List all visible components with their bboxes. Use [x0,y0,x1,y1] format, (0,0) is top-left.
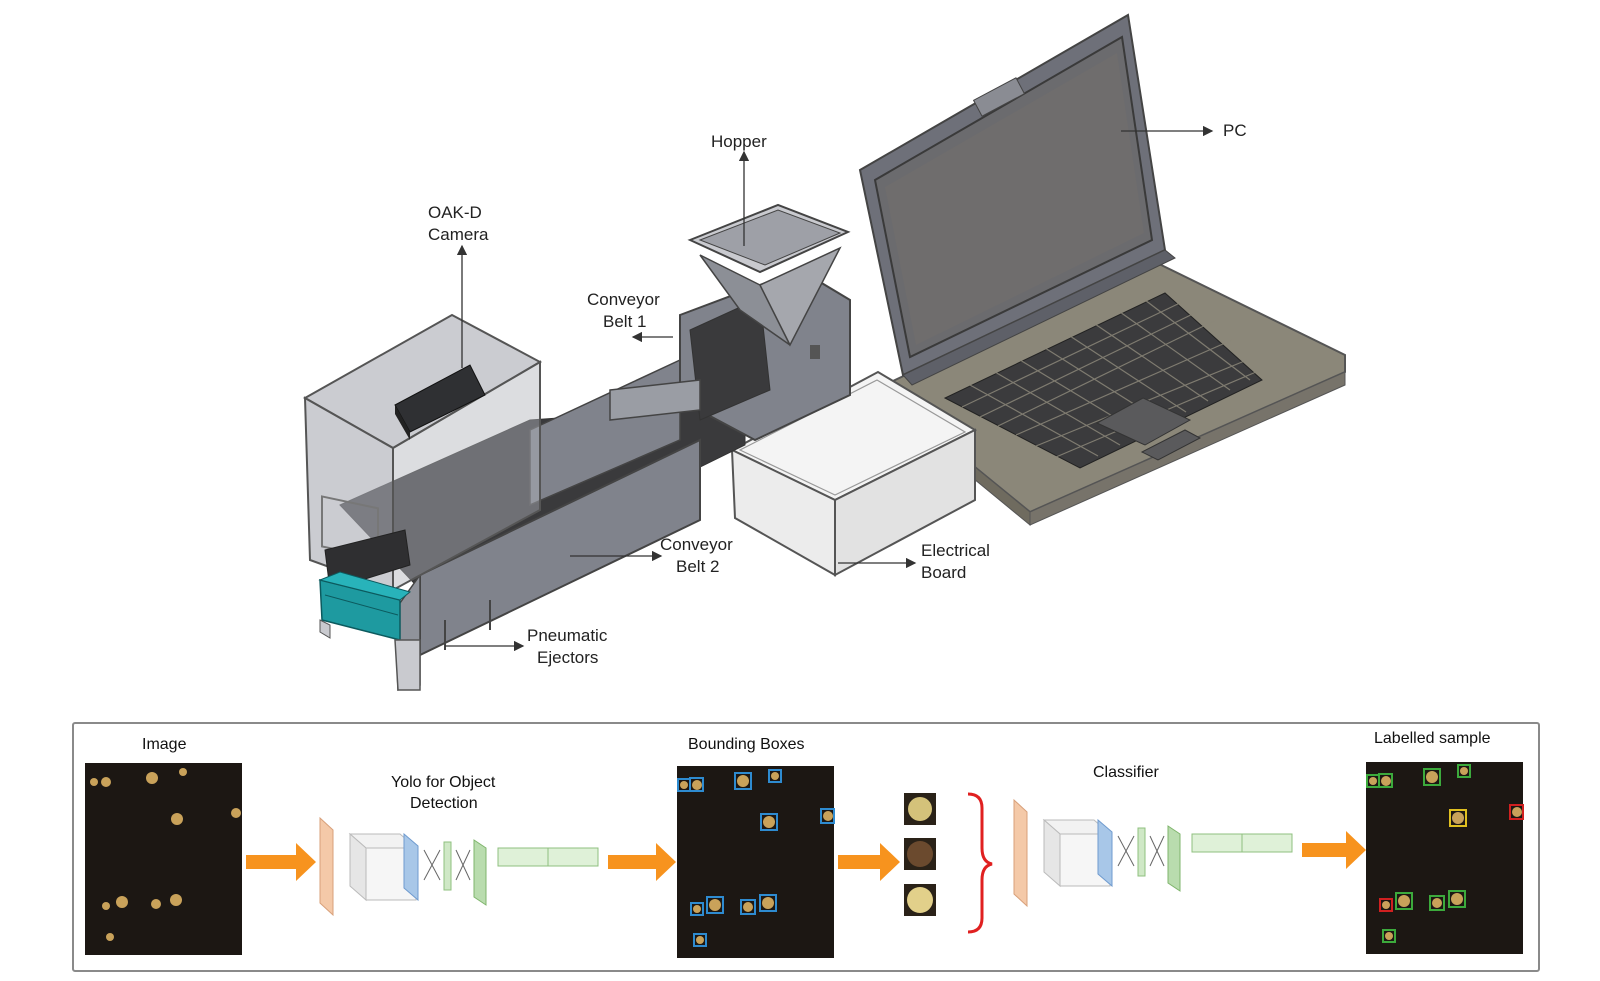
image-label: Image [142,736,187,753]
pneumatic-ejectors-label-line2: Ejectors [537,648,599,667]
camera-enclosure [302,313,543,592]
pc-label: PC [1223,121,1247,140]
electrical-board-label-line1: Electrical [921,541,990,560]
pneumatic-ejectors [318,571,421,691]
red-brace [967,792,993,934]
conveyor-belt-1-label-line2: Belt 1 [603,312,647,331]
oak-camera-label-line2: Camera [428,225,489,244]
bounding-boxes-image [677,766,835,958]
classifier-network-sketch [1013,798,1293,908]
classifier-label: Classifier [1093,764,1159,781]
yolo-label-line2: Detection [410,795,478,812]
conveyor-belt-1-label-line1: Conveyor [587,290,660,309]
pipeline-arrows [246,831,1366,881]
candidate-crops [904,793,936,916]
yolo-label-line1: Yolo for Object [391,774,496,791]
hopper [687,203,851,347]
electrical-board-label-line2: Board [921,563,967,582]
conveyor-belt-2-label-line1: Conveyor [660,535,733,554]
hopper-label: Hopper [711,132,767,151]
laptop-pc [858,13,1346,527]
labelled-sample-image [1366,762,1524,954]
yolo-network-sketch [319,816,599,917]
callout-arrows [445,125,1214,652]
pneumatic-ejectors-label-line1: Pneumatic [527,626,608,645]
labelled-sample-label: Labelled sample [1374,730,1491,747]
electrical-board-box [729,370,978,577]
oak-camera-label-line1: OAK-D [428,203,482,222]
bounding-boxes-label: Bounding Boxes [688,736,805,753]
input-image [85,763,242,955]
conveyor-belt-2-label-line2: Belt 2 [676,557,720,576]
pipeline-panel [72,722,1540,972]
